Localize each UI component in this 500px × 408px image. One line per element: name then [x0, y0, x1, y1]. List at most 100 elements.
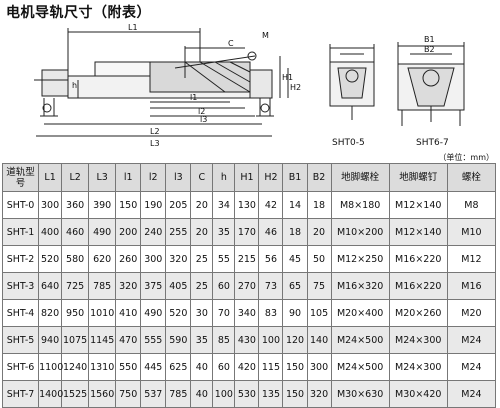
- table-cell: M24: [446, 353, 497, 381]
- table-cell: 85: [212, 326, 236, 354]
- table-cell: 300: [38, 191, 63, 219]
- table-cell: 300: [306, 353, 332, 381]
- table-cell: 60: [212, 272, 236, 300]
- table-cell: 55: [212, 245, 236, 273]
- table-cell: M24×500: [330, 326, 390, 354]
- column-header: H2: [258, 163, 284, 192]
- table-cell: 170: [234, 218, 260, 246]
- table-cell: 105: [306, 299, 332, 327]
- column-header: 螺栓: [446, 163, 497, 192]
- table-cell: M16×220: [388, 272, 448, 300]
- table-cell: 135: [258, 380, 284, 408]
- table-cell: M12×140: [388, 191, 448, 219]
- table-cell: 320: [165, 245, 192, 273]
- table-cell: 150: [282, 380, 308, 408]
- table-cell: 340: [234, 299, 260, 327]
- table-cell: M30×420: [388, 380, 448, 408]
- table-cell: 785: [165, 380, 192, 408]
- table-cell: 320: [306, 380, 332, 408]
- table-cell: 460: [61, 218, 90, 246]
- column-header: B1: [282, 163, 308, 192]
- table-cell: 725: [61, 272, 90, 300]
- column-header: 地脚螺钉: [388, 163, 448, 192]
- table-cell: 1100: [38, 353, 63, 381]
- table-cell: 150: [282, 353, 308, 381]
- table-cell: 60: [212, 353, 236, 381]
- dim-label-l3: L3: [150, 139, 160, 146]
- table-cell: M20: [446, 299, 497, 327]
- table-cell: 750: [115, 380, 142, 408]
- table-cell: 430: [234, 326, 260, 354]
- table-cell: 56: [258, 245, 284, 273]
- table-cell: 70: [212, 299, 236, 327]
- table-cell: M8×180: [330, 191, 390, 219]
- table-cell: 18: [306, 191, 332, 219]
- table-cell: M24: [446, 380, 497, 408]
- table-cell: 940: [38, 326, 63, 354]
- table-cell: M20×260: [388, 299, 448, 327]
- table-cell: 590: [165, 326, 192, 354]
- dim-label-small-l2: l2: [198, 107, 205, 116]
- table-cell: 490: [140, 299, 167, 327]
- end-view-sht0-5: [329, 44, 375, 120]
- table-cell: 320: [115, 272, 142, 300]
- page-title: 电机导轨尺寸（附表）: [6, 5, 151, 21]
- model-cell: SHT-5: [1, 326, 40, 354]
- rail-drawings: L1 L2 L3 l1 l2 l3 C M h H1 H2 B1 B2: [34, 23, 465, 146]
- table-cell: 46: [258, 218, 284, 246]
- table-cell: M16×220: [388, 245, 448, 273]
- table-cell: 530: [234, 380, 260, 408]
- table-cell: M12×140: [388, 218, 448, 246]
- table-cell: 100: [258, 326, 284, 354]
- table-cell: 34: [212, 191, 236, 219]
- table-cell: 1560: [88, 380, 117, 408]
- table-cell: M24×300: [388, 326, 448, 354]
- dim-label-c: C: [228, 39, 234, 48]
- table-cell: 400: [38, 218, 63, 246]
- table-cell: 35: [212, 218, 236, 246]
- column-header: l2: [140, 163, 167, 192]
- table-cell: 580: [61, 245, 90, 273]
- table-cell: 1010: [88, 299, 117, 327]
- model-cell: SHT-3: [1, 272, 40, 300]
- dim-label-h2: H2: [290, 83, 301, 92]
- table-cell: 270: [234, 272, 260, 300]
- view-label-sht6-7: SHT6-7: [416, 138, 449, 148]
- table-cell: 1525: [61, 380, 90, 408]
- table-cell: 18: [282, 218, 308, 246]
- table-cell: M16×320: [330, 272, 390, 300]
- table-cell: M20×400: [330, 299, 390, 327]
- table-cell: 35: [190, 326, 214, 354]
- table-cell: 625: [165, 353, 192, 381]
- table-cell: 200: [115, 218, 142, 246]
- table-cell: 620: [88, 245, 117, 273]
- dim-label-small-l3: l3: [200, 115, 207, 124]
- table-cell: 140: [306, 326, 332, 354]
- dim-label-l1: L1: [128, 23, 138, 32]
- table-cell: 405: [165, 272, 192, 300]
- table-cell: 390: [88, 191, 117, 219]
- dim-label-h: h: [72, 81, 77, 90]
- dim-label-h1: H1: [282, 73, 293, 82]
- table-cell: M10: [446, 218, 497, 246]
- table-cell: 520: [165, 299, 192, 327]
- dim-label-b1: B1: [424, 35, 435, 44]
- table-cell: M12×250: [330, 245, 390, 273]
- table-cell: 205: [165, 191, 192, 219]
- table-cell: 65: [282, 272, 308, 300]
- table-cell: 100: [212, 380, 236, 408]
- end-view-sht6-7: [397, 42, 465, 126]
- table-cell: 190: [140, 191, 167, 219]
- table-cell: 130: [234, 191, 260, 219]
- table-cell: 255: [165, 218, 192, 246]
- table-cell: M10×200: [330, 218, 390, 246]
